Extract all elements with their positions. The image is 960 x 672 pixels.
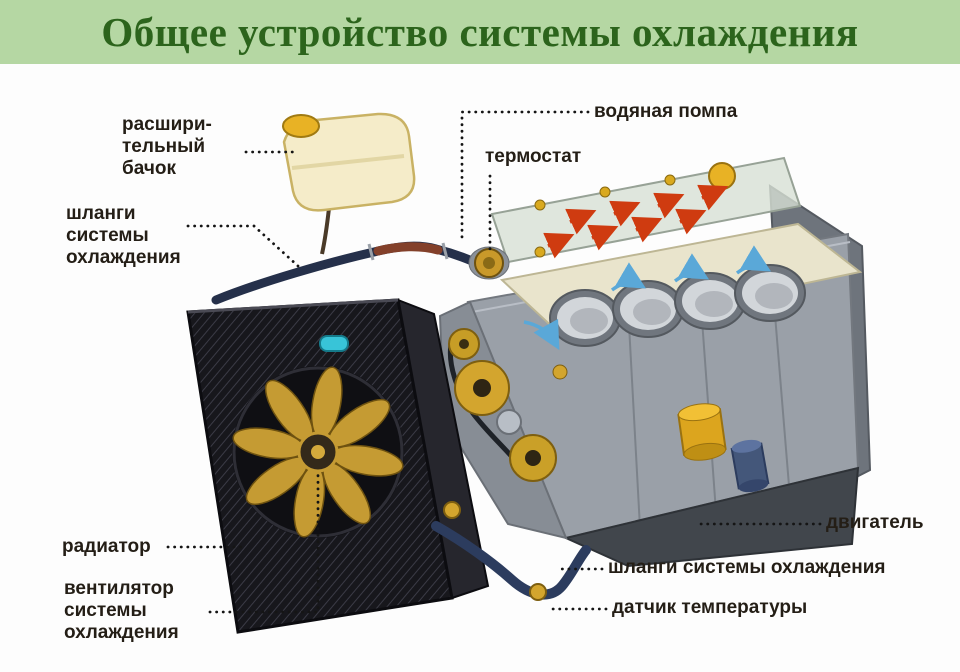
radiator-top-edge xyxy=(187,298,399,314)
filter-canister xyxy=(730,439,770,493)
label-engine: двигатель xyxy=(826,512,924,533)
label-thermostat: термостат xyxy=(485,146,582,167)
fan-hub-center xyxy=(311,445,325,459)
crank-pulley-hub xyxy=(473,379,491,397)
thermostat xyxy=(468,246,510,280)
hose-clamp xyxy=(367,243,375,261)
cover-bolts xyxy=(534,174,676,258)
leader-water-pump xyxy=(460,110,590,240)
page-title: Общее устройство системы охлаждения xyxy=(101,8,859,55)
thermostat-center xyxy=(483,257,495,269)
engine-oil-pan xyxy=(562,466,860,568)
hoses xyxy=(211,241,591,601)
engine-fitting xyxy=(552,364,568,380)
leader-hoses-left xyxy=(186,224,300,268)
tank-outlet-tube xyxy=(320,207,331,255)
fan-shroud-clip xyxy=(319,335,349,352)
top-hose-red-section xyxy=(373,242,443,256)
lower-pulley-hub xyxy=(525,450,541,466)
cylinder-bore xyxy=(612,280,684,338)
expansion-tank xyxy=(282,112,416,255)
cooling-fan xyxy=(232,366,404,538)
water-pump-hub xyxy=(459,339,469,349)
drain-fitting xyxy=(443,501,461,519)
coolant-flow-arrows-blue xyxy=(523,245,772,351)
radiator xyxy=(186,298,490,634)
hose-clamp xyxy=(441,242,449,260)
top-hose xyxy=(211,241,489,305)
label-expansion-tank: расшири- тельный бачок xyxy=(122,114,212,180)
label-radiator: радиатор xyxy=(62,536,151,557)
label-temp-sensor: датчик температуры xyxy=(612,597,808,618)
cylinder-bore xyxy=(549,289,621,347)
label-fan: вентилятор системы охлаждения xyxy=(64,578,179,644)
engine xyxy=(438,156,872,568)
coolant-flow-arrows-red xyxy=(543,184,729,259)
idler-pulley xyxy=(496,409,522,435)
cylinder-bores xyxy=(549,264,806,347)
oil-filter xyxy=(677,403,727,461)
label-hoses-bottom: шланги системы охлаждения xyxy=(608,557,886,578)
label-water-pump: водяная помпа xyxy=(594,101,738,122)
cylinder-bore xyxy=(674,272,746,330)
tank-cap xyxy=(282,114,320,138)
engine-rib xyxy=(627,305,641,529)
tank-seam xyxy=(291,154,405,170)
title-bar: Общее устройство системы охлаждения xyxy=(0,0,960,64)
label-hoses-left: шланги системы охлаждения xyxy=(66,203,181,269)
temperature-sensor xyxy=(529,583,547,601)
cylinder-bore xyxy=(734,264,806,322)
leader-lines xyxy=(166,110,822,614)
oil-filler-cap xyxy=(708,162,736,190)
front-drive xyxy=(447,328,568,482)
